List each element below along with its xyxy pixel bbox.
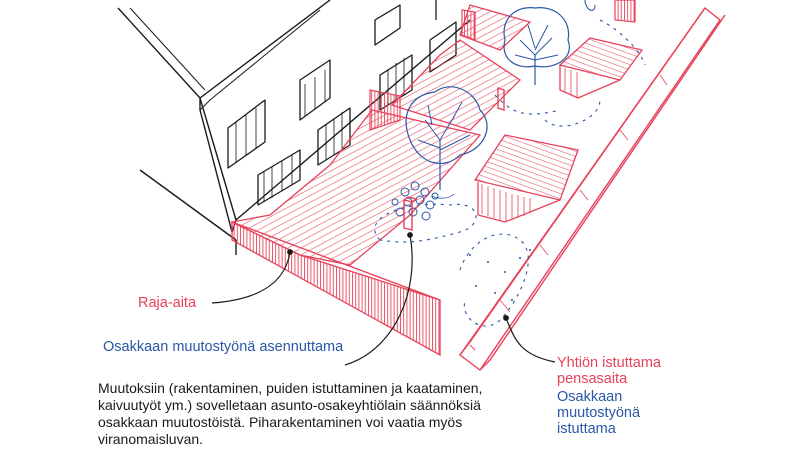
boundary-fence — [231, 0, 636, 357]
tree-large — [405, 86, 488, 199]
label-osakkaan-asennuttama: Osakkaan muutostyönä asennuttama — [103, 339, 344, 355]
note-line: kaivuutyöt ym.) sovelletaan asunto-osake… — [98, 397, 481, 413]
note-line: viranomaisluvan. — [98, 431, 204, 447]
tree-back — [503, 7, 571, 85]
storage-shed-front — [473, 134, 579, 223]
note-line: osakkaan muutostöistä. Piharakentaminen … — [98, 414, 463, 430]
apartment-building — [117, 0, 471, 255]
hedge — [459, 6, 726, 371]
label-osakkaan-istuttama-line1: Osakkaan — [557, 389, 623, 405]
storage-shed-back — [558, 37, 644, 99]
leader-lines — [211, 232, 556, 366]
garden-lamp — [403, 87, 505, 231]
label-osakkaan-istuttama-line2: muutostyönä — [557, 405, 641, 421]
note-line: Muutoksiin (rakentaminen, puiden istutta… — [98, 380, 483, 396]
label-yhtion-istuttama-line2: pensasaita — [557, 371, 628, 387]
terrace-decks — [229, 4, 532, 266]
label-osakkaan-istuttama-line3: istuttama — [557, 421, 616, 437]
tree-far — [584, 0, 596, 11]
ground-dots — [469, 249, 531, 301]
label-raja-aita: Raja-aita — [138, 295, 197, 311]
label-yhtion-istuttama-line1: Yhtiön istuttama — [557, 355, 661, 371]
planting-area-outlines — [374, 19, 646, 327]
